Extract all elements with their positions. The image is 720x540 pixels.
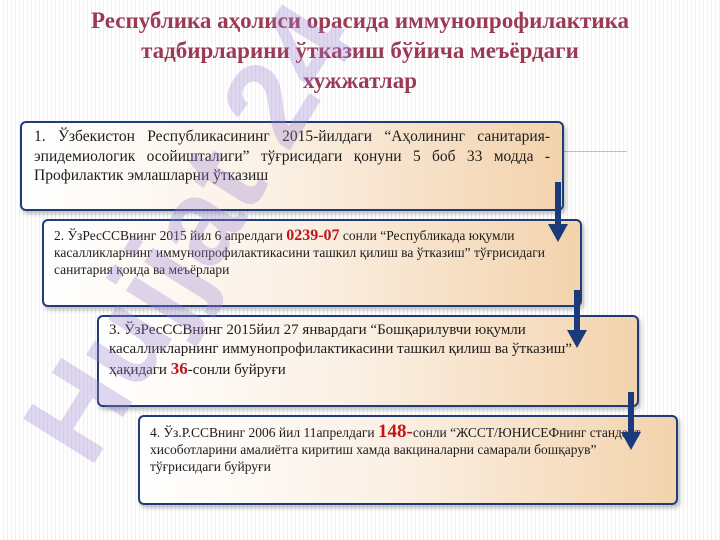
step-2-text-before: 2. ЎзРесССВнинг 2015 йил 6 апрелдаги <box>54 228 287 243</box>
title-line-1: Республика аҳолиси орасида иммунопрофила… <box>91 8 629 33</box>
step-2-highlight-number: 0239-07 <box>286 227 340 244</box>
step-3-text-after: -сонли буйруғи <box>187 362 286 378</box>
step-3-text: 3. ЎзРесССВнинг 2015йил 27 январдаги “Бо… <box>109 321 627 380</box>
step-4-highlight-number: 148- <box>378 421 413 442</box>
accent-divider <box>563 151 627 152</box>
step-4-text-after: сонли “ЖССТ/ЮНИСЕФнинг стандарт хисоботл… <box>150 425 641 474</box>
step-box-1: 1. Ўзбекистон Республикасининг 2015-йилд… <box>20 121 564 211</box>
page-title: Республика аҳолиси орасида иммунопрофила… <box>10 6 710 96</box>
down-arrow-icon-3 <box>621 392 641 450</box>
step-box-3: 3. ЎзРесССВнинг 2015йил 27 январдаги “Бо… <box>97 315 639 407</box>
step-box-4: 4. Ўз.Р.ССВнинг 2006 йил 11апрелдаги 148… <box>138 415 678 505</box>
step-2-text: 2. ЎзРесССВнинг 2015 йил 6 апрелдаги 023… <box>54 227 570 278</box>
step-4-text-before: 4. Ўз.Р.ССВнинг 2006 йил 11апрелдаги <box>150 425 379 440</box>
step-4-text: 4. Ўз.Р.ССВнинг 2006 йил 11апрелдаги 148… <box>150 421 666 475</box>
step-box-2: 2. ЎзРесССВнинг 2015 йил 6 апрелдаги 023… <box>42 219 582 307</box>
step-3-highlight-number: 36 <box>170 359 188 378</box>
down-arrow-icon-2 <box>567 290 587 348</box>
step-1-text: 1. Ўзбекистон Республикасининг 2015-йилд… <box>34 128 550 184</box>
step-2-text-after: сонли “Республикада юқумли касалликларни… <box>54 228 546 277</box>
title-line-2: тадбирларини ўтказиш бўйича меъёрдаги <box>141 38 579 63</box>
title-line-3: хужжатлар <box>302 68 417 93</box>
step-3-text-before: 3. ЎзРесССВнинг 2015йил 27 январдаги “Бо… <box>109 322 572 378</box>
down-arrow-icon-1 <box>548 182 568 242</box>
